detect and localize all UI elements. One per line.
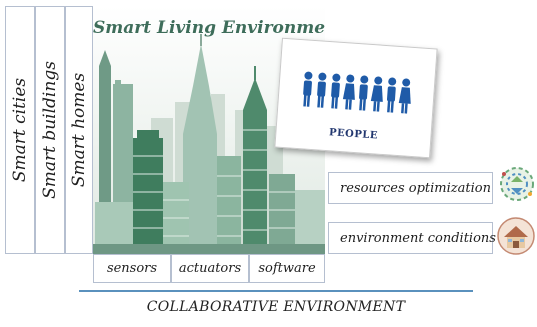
environment-conditions-label: environment conditions (340, 230, 496, 246)
collaborative-environment-label: COLLABORATIVE ENVIRONMENT (146, 299, 406, 315)
diagram-title: Smart Living Environments (93, 18, 325, 38)
collaborative-divider (79, 290, 473, 292)
smart-cities-label: Smart cities (10, 77, 30, 183)
smart-cities-column: Smart cities (5, 6, 35, 254)
actuators-label: actuators (178, 261, 242, 276)
sensors-box: sensors (93, 254, 171, 283)
people-icon (303, 71, 411, 114)
resources-optimization-box: resources optimization (328, 172, 493, 204)
recycle-globe-icon (500, 167, 534, 201)
people-label: PEOPLE (328, 127, 379, 142)
smart-buildings-label: Smart buildings (40, 61, 60, 199)
smart-buildings-column: Smart buildings (35, 6, 65, 254)
smart-homes-label: Smart homes (69, 72, 89, 188)
house-icon (497, 217, 535, 255)
environment-conditions-box: environment conditions (328, 222, 496, 254)
software-box: software (249, 254, 325, 283)
smart-homes-column: Smart homes (65, 6, 93, 254)
people-card: PEOPLE (274, 37, 438, 159)
environment-badge (494, 212, 536, 258)
actuators-box: actuators (171, 254, 249, 283)
resources-optimization-label: resources optimization (340, 180, 491, 196)
resources-badge (496, 162, 536, 206)
city-skyline-image (93, 34, 325, 254)
software-label: software (258, 261, 316, 276)
sensors-label: sensors (106, 261, 158, 276)
